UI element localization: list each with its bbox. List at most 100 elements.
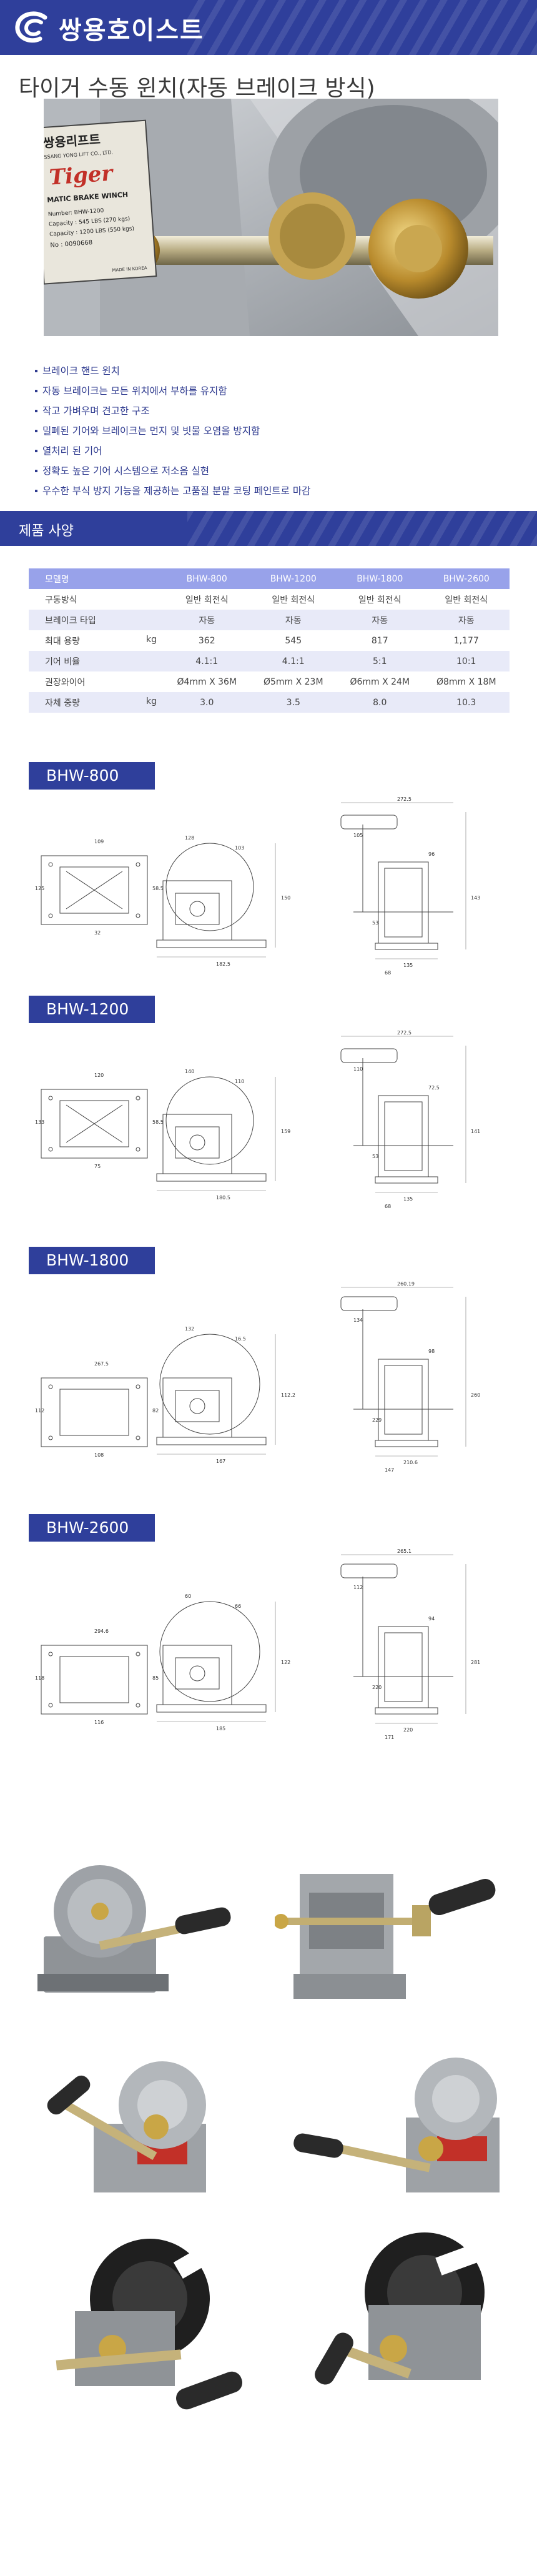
- table-row-label: 권장와이어: [29, 671, 164, 692]
- table-cell: 8.0: [337, 692, 423, 713]
- dimension-label: 72.5: [428, 1085, 440, 1091]
- table-header-row: 모델명 BHW-800 BHW-1200 BHW-1800 BHW-2600: [29, 568, 510, 589]
- table-cell: 3.5: [250, 692, 337, 713]
- dimension-label: 96: [428, 851, 435, 857]
- dimension-label: 116: [94, 1720, 104, 1725]
- drum-front: [384, 1101, 423, 1171]
- bolt-hole: [135, 913, 140, 918]
- gearbox-outline: [162, 1377, 232, 1438]
- table-cell: 4.1:1: [250, 651, 337, 671]
- shaft-hole: [189, 1665, 205, 1682]
- dimension-label: 58.5: [152, 886, 164, 891]
- brand-name: 쌍용호이스트: [59, 16, 204, 45]
- base-foot: [156, 1704, 267, 1713]
- table-row: 브레이크 타입 자동 자동 자동 자동: [29, 610, 510, 630]
- dimension-label: 132: [185, 1326, 194, 1332]
- feature-text: 우수한 부식 방지 기능을 제공하는 고품질 분말 코팅 페인트로 마감: [42, 485, 311, 497]
- dimension-label: 122: [281, 1660, 290, 1665]
- bolt-hole: [135, 1652, 140, 1657]
- table-row-label: 구동방식: [29, 589, 164, 610]
- bolt-hole: [48, 1147, 53, 1152]
- drum-outline: [159, 1601, 260, 1702]
- drum-outline: [165, 843, 254, 931]
- gearbox-cover: [175, 1126, 220, 1159]
- table-row-label: 브레이크 타입: [29, 610, 164, 630]
- bullet-icon: [35, 490, 37, 492]
- dimension-label: 68: [385, 970, 391, 976]
- front-base: [375, 1440, 438, 1447]
- dimension-label: 171: [385, 1735, 394, 1740]
- dimension-label: 53: [372, 1154, 378, 1159]
- table-header-cell: BHW-1200: [250, 568, 337, 589]
- dimension-label: 94: [428, 1616, 435, 1622]
- dimension-label: 135: [403, 963, 413, 968]
- table-cell: 일반 회전식: [272, 595, 315, 605]
- feature-item: 브레이크 핸드 윈치: [35, 361, 510, 381]
- table-cell: Ø5mm X 23M: [263, 676, 323, 687]
- dimension-label: 75: [94, 1164, 101, 1169]
- bullet-icon: [35, 390, 37, 392]
- bullet-icon: [35, 370, 37, 372]
- bolt-hole: [135, 1703, 140, 1708]
- model-tag-bhw-1800: BHW-1800: [29, 1247, 155, 1274]
- model-tag-bhw-2600: BHW-2600: [29, 1514, 155, 1542]
- table-cell: 일반 회전식: [445, 595, 488, 605]
- dimension-label: 182.5: [216, 961, 230, 967]
- dimension-label: 125: [35, 886, 44, 891]
- section-stripes: [187, 511, 537, 546]
- base-plate-inner: [59, 1656, 129, 1703]
- product-photo-black-drum-winch: [19, 2224, 262, 2424]
- dimension-label: 265.1: [397, 1548, 411, 1554]
- table-header-cell: BHW-1800: [337, 568, 423, 589]
- row-label-text: 최대 용량: [45, 636, 80, 646]
- base-foot: [156, 1173, 267, 1182]
- dimension-label: 120: [94, 1073, 104, 1078]
- drum-front: [384, 1632, 423, 1702]
- bolt-hole: [48, 1652, 53, 1657]
- handle-grip: [340, 1296, 398, 1311]
- plate-line8: MADE IN KOREA: [112, 265, 147, 273]
- table-cell: 자동: [423, 610, 510, 630]
- table-cell: 일반 회전식: [185, 595, 229, 605]
- dimension-label: 150: [281, 895, 290, 901]
- dimension-label: 180.5: [216, 1195, 230, 1201]
- front-base: [375, 1176, 438, 1184]
- table-cell: 817: [371, 635, 388, 646]
- base-plate-outline: [41, 855, 148, 925]
- dimension-label: 220: [372, 1685, 382, 1690]
- table-cell: 일반 회전식: [358, 595, 402, 605]
- bolt-hole: [48, 1703, 53, 1708]
- drum-front: [384, 1365, 423, 1435]
- frame-outline: [378, 1626, 429, 1708]
- dimension-label: 53: [372, 920, 378, 926]
- feature-item: 작고 가벼우며 견고한 구조: [35, 401, 510, 421]
- dimension-label: 167: [216, 1459, 225, 1464]
- dimension-label: 110: [235, 1079, 244, 1084]
- page-title: 타이거 수동 윈치(자동 브레이크 방식): [19, 76, 375, 101]
- bolt-hole: [48, 1384, 53, 1389]
- table-header-cell: BHW-2600: [423, 568, 510, 589]
- spec-section-bar: 제품 사양: [0, 511, 537, 546]
- row-unit: kg: [146, 696, 157, 706]
- table-cell: Ø6mm X 24M: [350, 676, 410, 687]
- header-stripes: [187, 0, 537, 55]
- bolt-hole: [135, 1147, 140, 1152]
- model-tag-bhw-1200: BHW-1200: [29, 996, 155, 1023]
- feature-text: 정확도 높은 기어 시스템으로 저소음 실현: [42, 465, 210, 477]
- plate-line7: No : 0090668: [50, 239, 92, 249]
- product-photo-gray-winch-front: [19, 1830, 262, 2018]
- section-title: 제품 사양: [19, 523, 74, 539]
- base-plate-outline: [41, 1645, 148, 1715]
- brand-logo[interactable]: 쌍용호이스트: [14, 10, 204, 46]
- dimension-label: 66: [235, 1603, 241, 1609]
- table-cell: 10.3: [423, 692, 510, 713]
- table-cell: 545: [285, 635, 302, 646]
- table-cell: 자동: [337, 610, 423, 630]
- feature-item: 열처리 된 기어: [35, 441, 510, 461]
- brace-line: [66, 1104, 123, 1143]
- front-base: [375, 943, 438, 950]
- dimension-label: 147: [385, 1467, 394, 1473]
- dimension-label: 272.5: [397, 1030, 411, 1036]
